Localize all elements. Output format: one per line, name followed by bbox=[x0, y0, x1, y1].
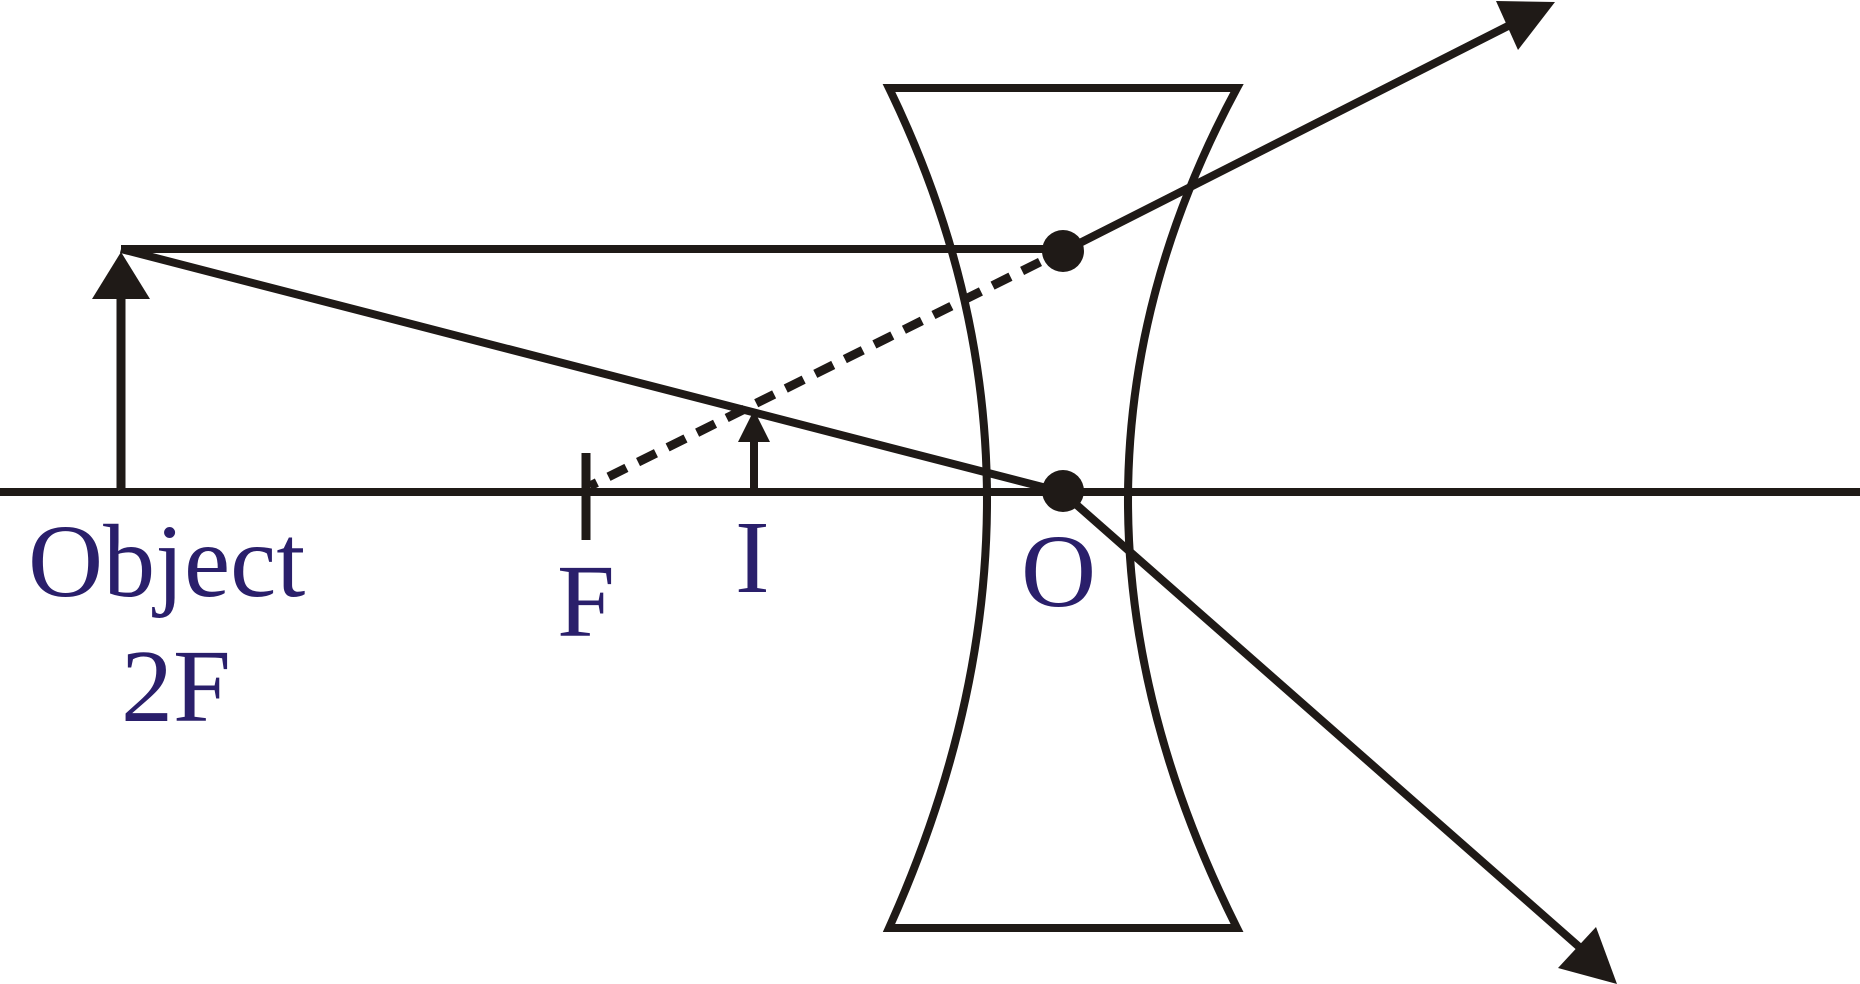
image-arrow-head bbox=[738, 410, 770, 442]
ray-refracted-diverging bbox=[1062, 21, 1512, 255]
label-object: Object bbox=[28, 504, 305, 619]
label-image: I bbox=[735, 500, 770, 615]
label-optical-centre: O bbox=[1021, 514, 1096, 629]
label-2f: 2F bbox=[121, 629, 231, 744]
refraction-point-dot bbox=[1042, 230, 1084, 272]
ray-through-optical-centre-continued bbox=[1059, 488, 1588, 956]
concave-lens bbox=[882, 84, 1244, 932]
ray-through-centre-arrowhead bbox=[1558, 927, 1617, 984]
virtual-ray-extension-dashed bbox=[587, 257, 1043, 491]
object-arrow-head bbox=[92, 252, 150, 299]
optical-centre-dot bbox=[1042, 470, 1084, 512]
ray-refracted-arrowhead bbox=[1496, 1, 1555, 50]
label-focus: F bbox=[557, 544, 615, 659]
ray-through-optical-centre bbox=[119, 245, 1064, 496]
